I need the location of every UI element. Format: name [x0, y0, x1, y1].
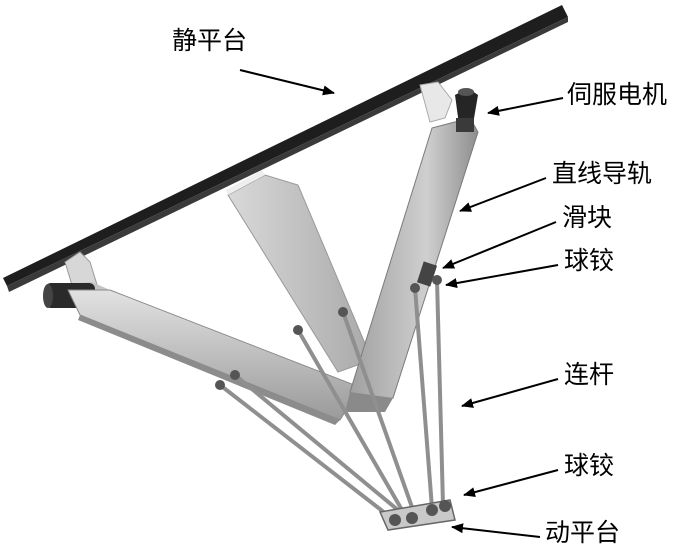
label-connecting-rod: 连杆 [564, 360, 615, 389]
label-static-platform: 静平台 [172, 26, 248, 55]
arrow-slider [442, 221, 557, 269]
arrow-ball-joint-upper [445, 264, 559, 288]
label-linear-guide: 直线导轨 [552, 159, 653, 188]
arrow-moving-platform [451, 523, 541, 538]
arrow-ball-joint-lower [463, 469, 559, 498]
linear-guide [345, 117, 479, 412]
connecting-rods [218, 278, 445, 522]
label-moving-platform: 动平台 [545, 518, 621, 547]
arrow-linear-guide [459, 177, 547, 212]
arrow-connecting-rod [461, 378, 559, 408]
upper-ball-joints [215, 275, 442, 390]
label-ball-joint-upper: 球铰 [564, 246, 615, 275]
label-servo-motor: 伺服电机 [567, 80, 668, 109]
arrow-static-platform [239, 69, 335, 96]
label-slider: 滑块 [562, 203, 613, 232]
label-ball-joint-lower: 球铰 [564, 451, 615, 480]
middle-rail [226, 170, 373, 373]
arrow-servo-motor [487, 97, 564, 116]
moving-platform [378, 499, 456, 531]
callout-arrows [239, 69, 564, 538]
upper-connector [419, 81, 453, 123]
servo-motor [455, 88, 478, 132]
